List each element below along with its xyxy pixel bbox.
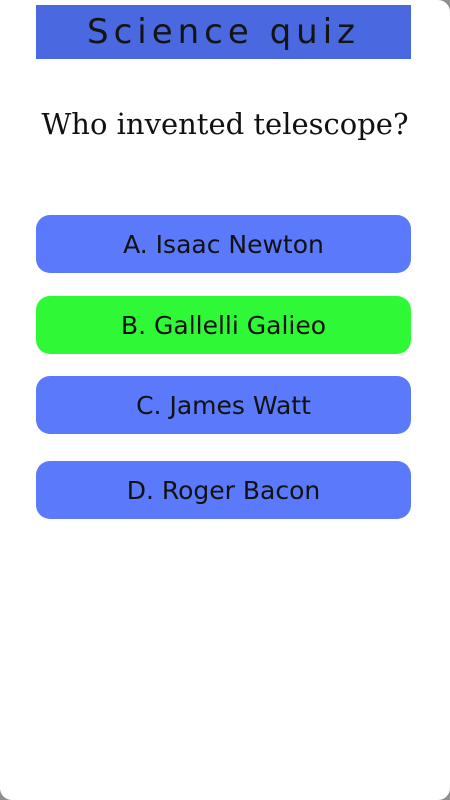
option-d-label: D. Roger Bacon	[126, 475, 321, 505]
title-bar: Science quiz	[36, 5, 411, 59]
option-b-button[interactable]: B. Gallelli Galieo	[36, 296, 411, 354]
option-b-label: B. Gallelli Galieo	[120, 310, 327, 340]
option-a-label: A. Isaac Newton	[123, 229, 324, 259]
option-c-button[interactable]: C. James Watt	[36, 376, 411, 434]
option-c-label: C. James Watt	[136, 390, 311, 420]
option-a-button[interactable]: A. Isaac Newton	[36, 215, 411, 273]
quiz-title: Science quiz	[86, 12, 361, 52]
option-d-button[interactable]: D. Roger Bacon	[36, 461, 411, 519]
question-text: Who invented telescope?	[41, 107, 409, 141]
